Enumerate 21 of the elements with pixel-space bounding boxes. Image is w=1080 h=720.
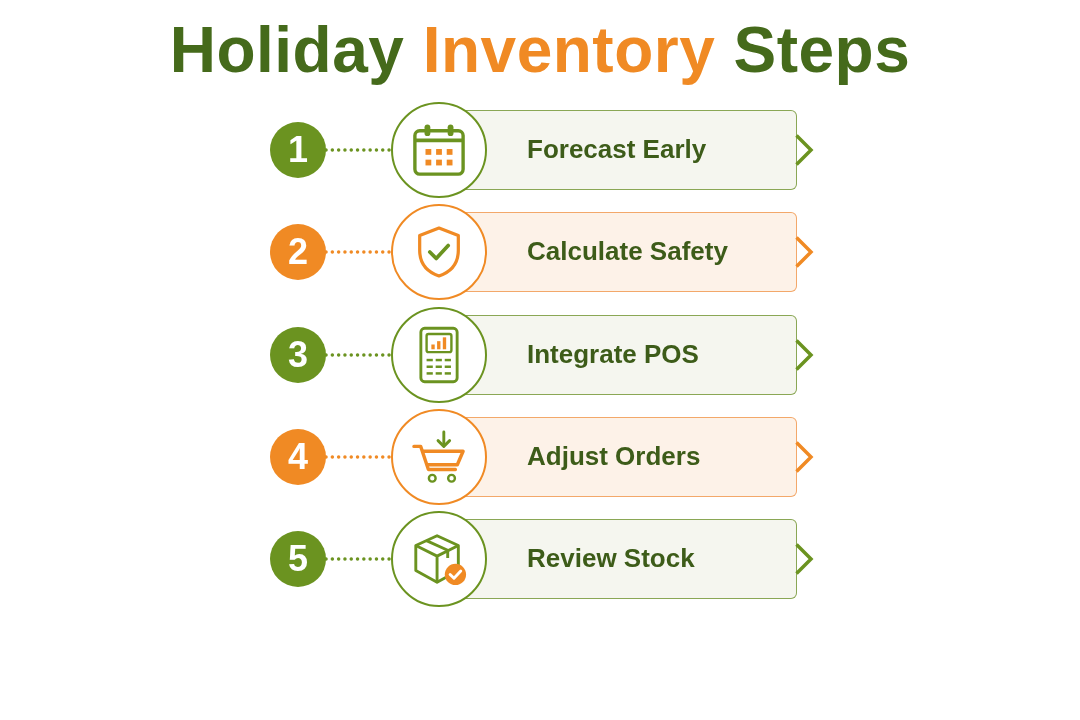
number-circle <box>270 122 326 178</box>
step-number: 3 <box>288 337 308 373</box>
step-number: 2 <box>288 234 308 270</box>
number-circle <box>270 531 326 587</box>
title: Holiday Inventory Steps <box>169 14 911 88</box>
step-number: 1 <box>288 132 308 168</box>
number-circle <box>270 327 326 383</box>
step-number: 4 <box>288 439 308 475</box>
step-number: 5 <box>288 541 308 577</box>
step-label: Adjust Orders <box>527 441 701 473</box>
step-label: Integrate POS <box>527 339 699 371</box>
dotted-connector <box>324 455 393 459</box>
dotted-connector <box>324 353 393 357</box>
dotted-connector <box>324 148 393 152</box>
dotted-connector <box>324 557 393 561</box>
step-label: Review Stock <box>527 543 695 575</box>
number-circle <box>270 224 326 280</box>
number-circle <box>270 429 326 485</box>
step-label: Calculate Safety <box>527 236 728 268</box>
step-label: Forecast Early <box>527 134 707 166</box>
dotted-connector <box>324 250 393 254</box>
